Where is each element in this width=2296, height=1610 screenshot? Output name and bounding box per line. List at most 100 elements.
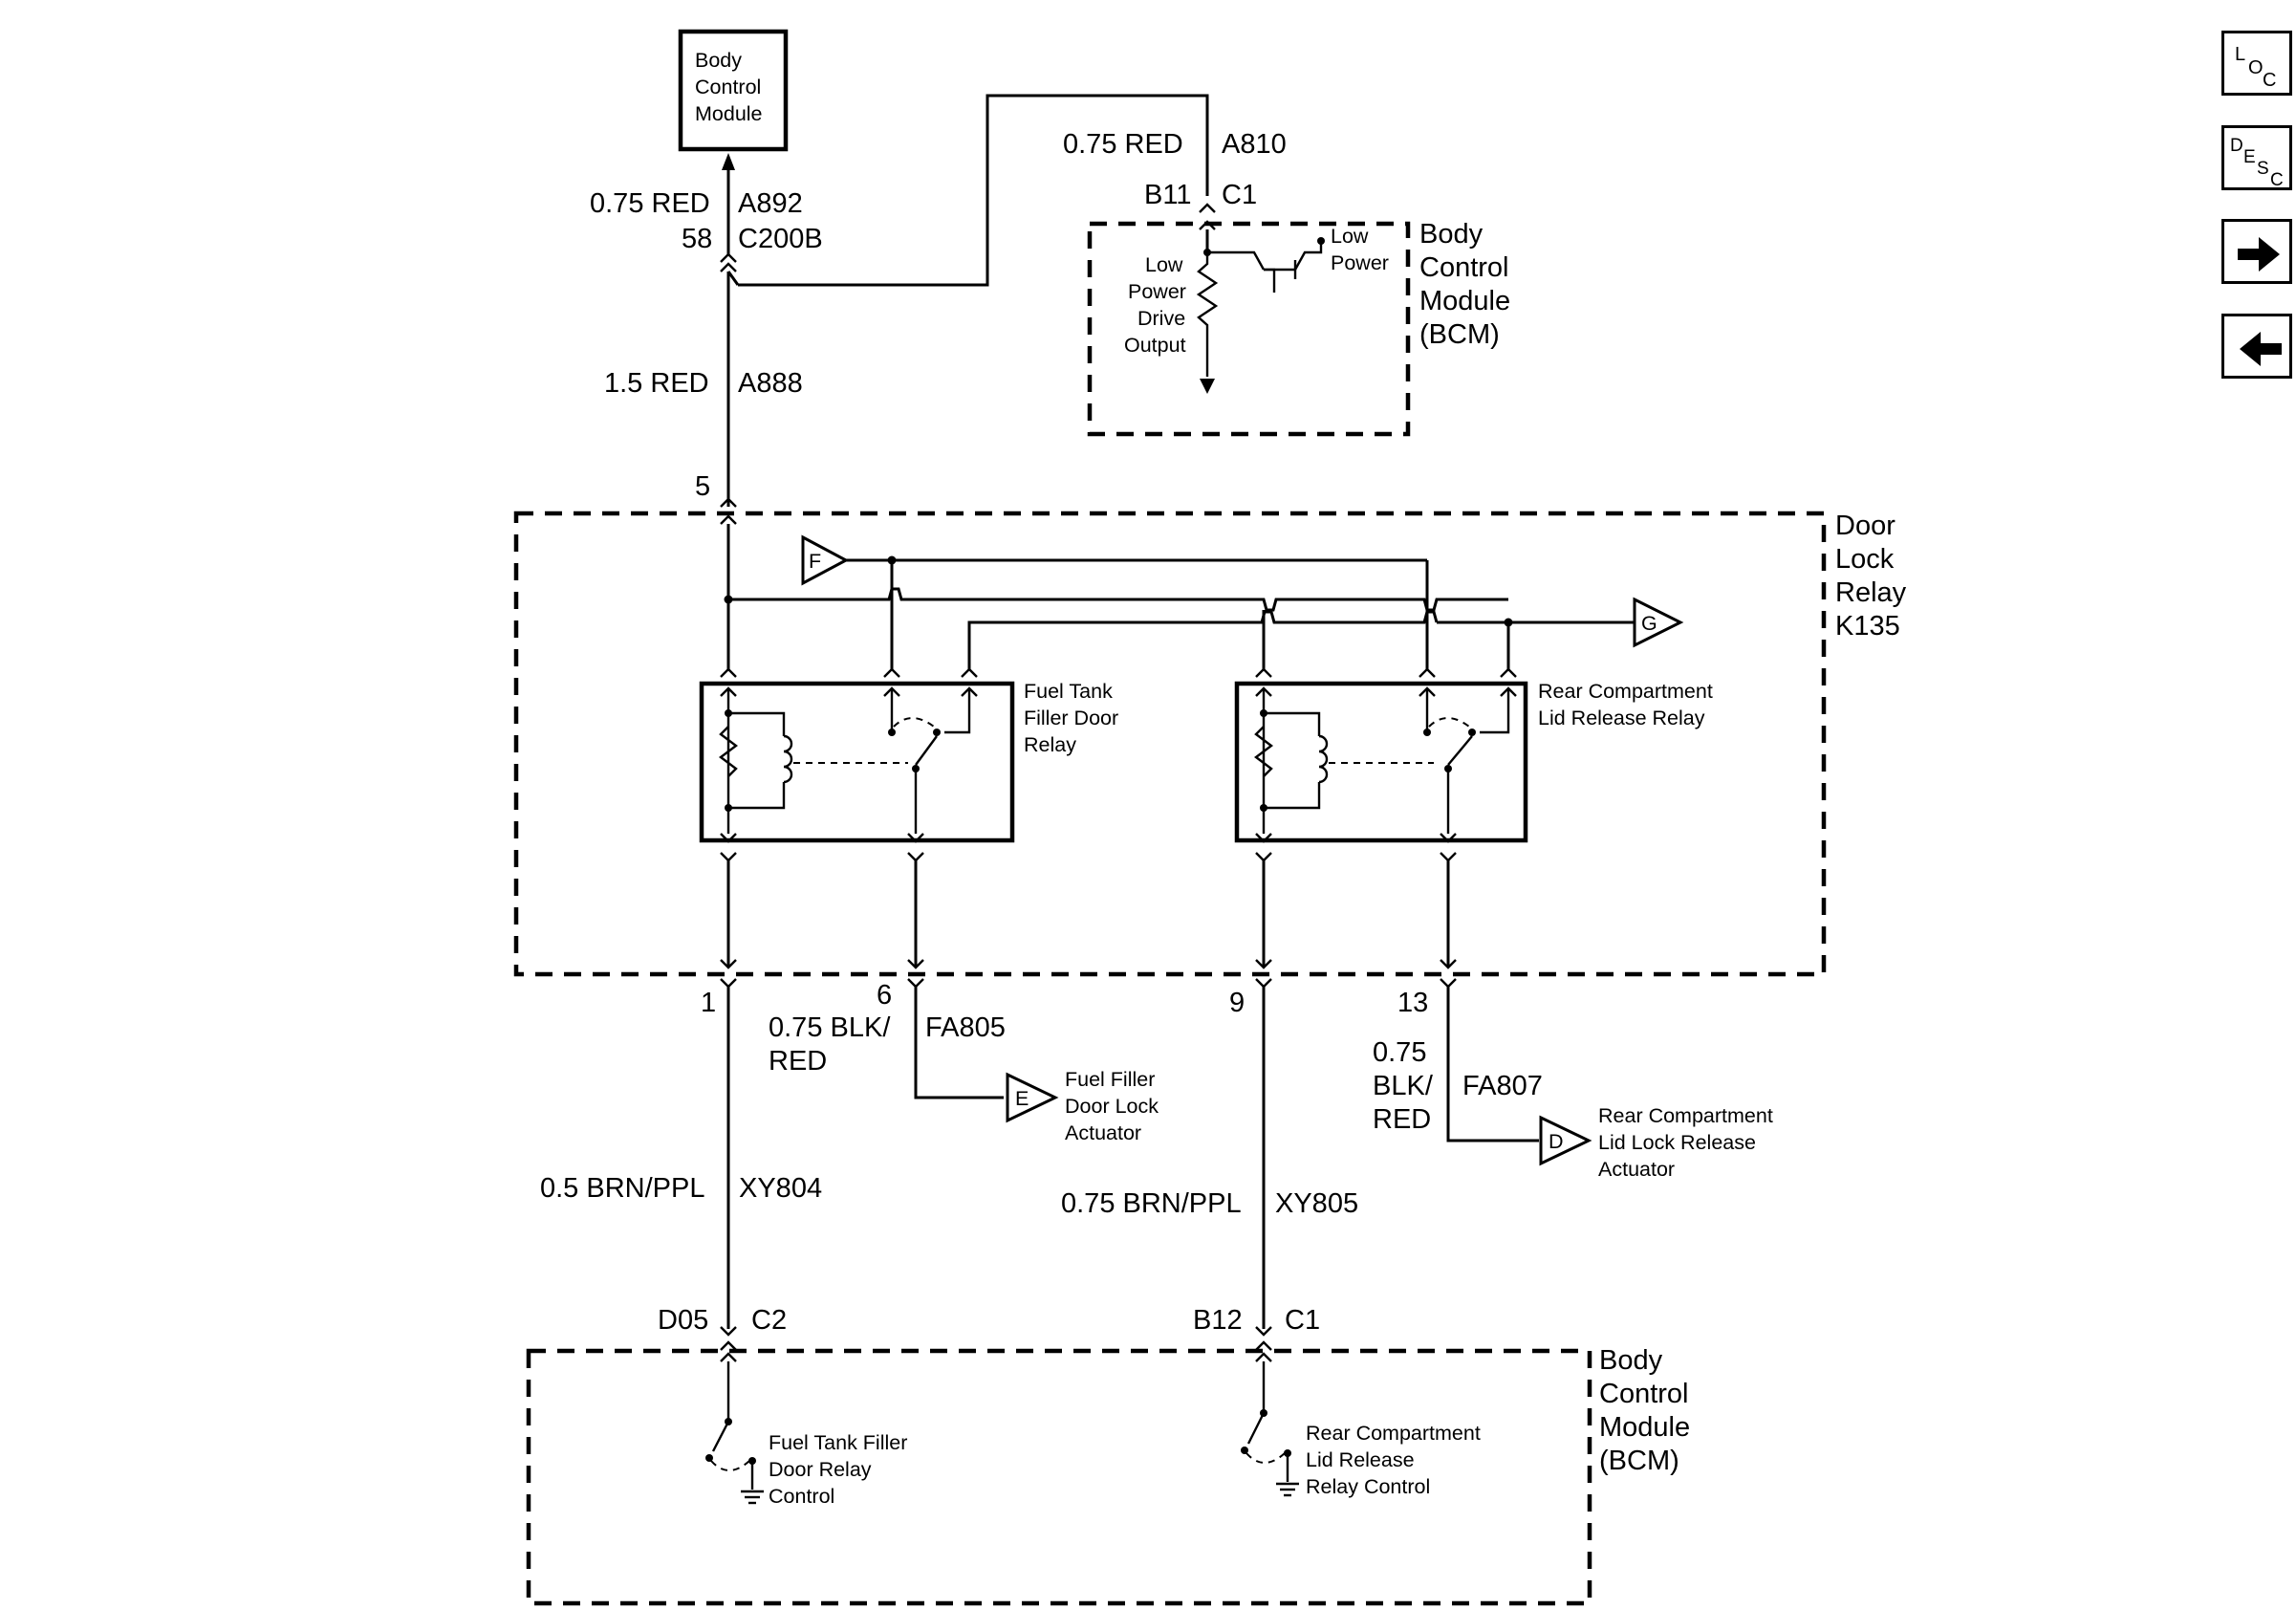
bcm-lower-title-3: Module — [1599, 1412, 1690, 1443]
loc-letter-l: L — [2235, 44, 2245, 65]
prev-arrow-icon — [2240, 332, 2282, 366]
connector-pin-5-symbol — [720, 497, 737, 525]
offpage-g: G — [1437, 597, 1684, 648]
connector-d05-symbol — [720, 1326, 737, 1362]
wire-fa805-gauge-1: 0.75 BLK/ — [769, 1012, 891, 1043]
rear-relay-label-2: Lid Release Relay — [1538, 707, 1705, 729]
connector-pin-13: 13 — [1397, 988, 1428, 1018]
loc-button[interactable]: L O C — [2221, 31, 2292, 96]
offpage-f: F — [801, 534, 850, 586]
low-power-drive-output-2: Power — [1128, 280, 1186, 303]
low-power-drive-output-1: Low — [1145, 253, 1183, 276]
prev-button[interactable] — [2221, 314, 2292, 379]
wire-fa807-gauge-3: RED — [1373, 1104, 1431, 1135]
rear-control-label-3: Relay Control — [1306, 1475, 1430, 1498]
top-bcm-label-3: Module — [695, 102, 763, 125]
arrow-up-icon — [722, 153, 735, 170]
wire-a888-gauge: 1.5 RED — [604, 368, 709, 399]
bcm-upper-title-4: (BCM) — [1419, 319, 1500, 350]
rear-actuator-label-3: Actuator — [1598, 1158, 1675, 1181]
offpage-e-label: E — [1015, 1087, 1029, 1110]
wire-xy805-gauge: 0.75 BRN/PPL — [1061, 1188, 1242, 1219]
desc-letter-c: C — [2270, 170, 2284, 190]
fuel-control-label-3: Control — [769, 1485, 834, 1508]
wire-xy804-circuit: XY804 — [739, 1173, 822, 1204]
wire-fa805-circuit: FA805 — [925, 1012, 1006, 1043]
offpage-f-label: F — [809, 550, 821, 573]
wire-a892-gauge: 0.75 RED — [590, 188, 710, 219]
rear-relay: Rear Compartment Lid Release Relay — [1234, 610, 1713, 862]
ground-icon — [1276, 1482, 1299, 1497]
rear-control-label-2: Lid Release — [1306, 1448, 1415, 1471]
desc-button[interactable]: D E S C — [2221, 125, 2292, 190]
low-power-label-1: Low — [1331, 225, 1369, 248]
bcm-upper-title-3: Module — [1419, 286, 1510, 316]
connector-b12: B12 — [1193, 1305, 1243, 1336]
bcm-upper-box: Body Control Module (BCM) Low Power Driv… — [1087, 219, 1510, 437]
wire-fa807-circuit: FA807 — [1462, 1071, 1543, 1101]
arrow-down-icon — [1200, 379, 1215, 394]
bcm-lower-title-1: Body — [1599, 1345, 1663, 1376]
bcm-lower-title-2: Control — [1599, 1379, 1689, 1409]
fuel-relay-label-1: Fuel Tank — [1024, 680, 1113, 703]
relay-module-title-2: Lock — [1835, 544, 1895, 575]
low-power-drive-output-4: Output — [1124, 334, 1186, 357]
offpage-g-label: G — [1641, 612, 1657, 635]
fuel-actuator-label-2: Door Lock — [1065, 1095, 1159, 1118]
connector-c200b: C200B — [738, 224, 823, 254]
bcm-lower-title-4: (BCM) — [1599, 1446, 1679, 1476]
connector-c2: C2 — [751, 1305, 787, 1336]
connector-b12-symbol — [1255, 1326, 1272, 1362]
loc-letter-c: C — [2263, 70, 2276, 91]
fuel-control-label-1: Fuel Tank Filler — [769, 1431, 907, 1454]
connector-pin-9: 9 — [1229, 988, 1245, 1018]
wire-a810-gauge: 0.75 RED — [1063, 129, 1183, 160]
connector-b11: B11 — [1144, 180, 1191, 210]
connector-pin-5: 5 — [695, 471, 710, 502]
relay-module-title-1: Door — [1835, 511, 1895, 541]
fuel-actuator-label-1: Fuel Filler — [1065, 1068, 1155, 1091]
next-arrow-icon — [2238, 237, 2280, 272]
connector-c1-bottom: C1 — [1285, 1305, 1320, 1336]
connector-d05: D05 — [658, 1305, 708, 1336]
wire-a810-circuit: A810 — [1222, 129, 1287, 160]
connector-pin-1: 1 — [701, 988, 716, 1018]
rear-actuator-label-2: Lid Lock Release — [1598, 1131, 1756, 1154]
desc-letter-s: S — [2257, 159, 2269, 179]
fuel-relay-label-3: Relay — [1024, 733, 1076, 756]
wire-a892-circuit: A892 — [738, 188, 803, 219]
bcm-lower-box: Body Control Module (BCM) Fuel Tank Fill… — [526, 1345, 1690, 1606]
ground-icon — [741, 1490, 764, 1505]
wire-fa805-gauge-2: RED — [769, 1046, 827, 1077]
fuel-control-label-2: Door Relay — [769, 1458, 872, 1481]
connector-pin-58: 58 — [682, 224, 712, 254]
fuel-relay-label-2: Filler Door — [1024, 707, 1118, 729]
wire-a888-circuit: A888 — [738, 368, 803, 399]
bcm-upper-title-2: Control — [1419, 252, 1509, 283]
rear-control-label-1: Rear Compartment — [1306, 1422, 1481, 1445]
rear-relay-label-1: Rear Compartment — [1538, 680, 1713, 703]
loc-letter-o: O — [2248, 57, 2264, 78]
next-button[interactable] — [2221, 219, 2292, 284]
door-lock-relay-box: Door Lock Relay K135 — [513, 511, 1907, 977]
low-power-label-2: Power — [1331, 251, 1389, 274]
connector-c200b-symbol — [720, 252, 737, 272]
offpage-d: D Rear Compartment Lid Lock Release Actu… — [1539, 1104, 1773, 1181]
bcm-upper-title-1: Body — [1419, 219, 1484, 250]
loc-icon: L O C — [2235, 44, 2276, 91]
top-bcm-label-1: Body — [695, 49, 742, 72]
fuel-actuator-label-3: Actuator — [1065, 1121, 1141, 1144]
wire-fa807-gauge-1: 0.75 — [1373, 1037, 1426, 1068]
desc-icon: D E S C — [2230, 136, 2284, 190]
desc-letter-e: E — [2243, 147, 2256, 167]
offpage-e: E Fuel Filler Door Lock Actuator — [1006, 1068, 1159, 1144]
wire-fa807-gauge-2: BLK/ — [1373, 1071, 1434, 1101]
desc-letter-d: D — [2230, 136, 2243, 156]
relay-module-title-3: Relay — [1835, 577, 1907, 608]
connector-pin-6: 6 — [877, 980, 892, 1011]
top-bcm-label-2: Control — [695, 76, 761, 98]
top-bcm-box: Body Control Module — [678, 29, 789, 152]
wire-xy804-gauge: 0.5 BRN/PPL — [540, 1173, 704, 1204]
offpage-d-label: D — [1549, 1130, 1564, 1153]
